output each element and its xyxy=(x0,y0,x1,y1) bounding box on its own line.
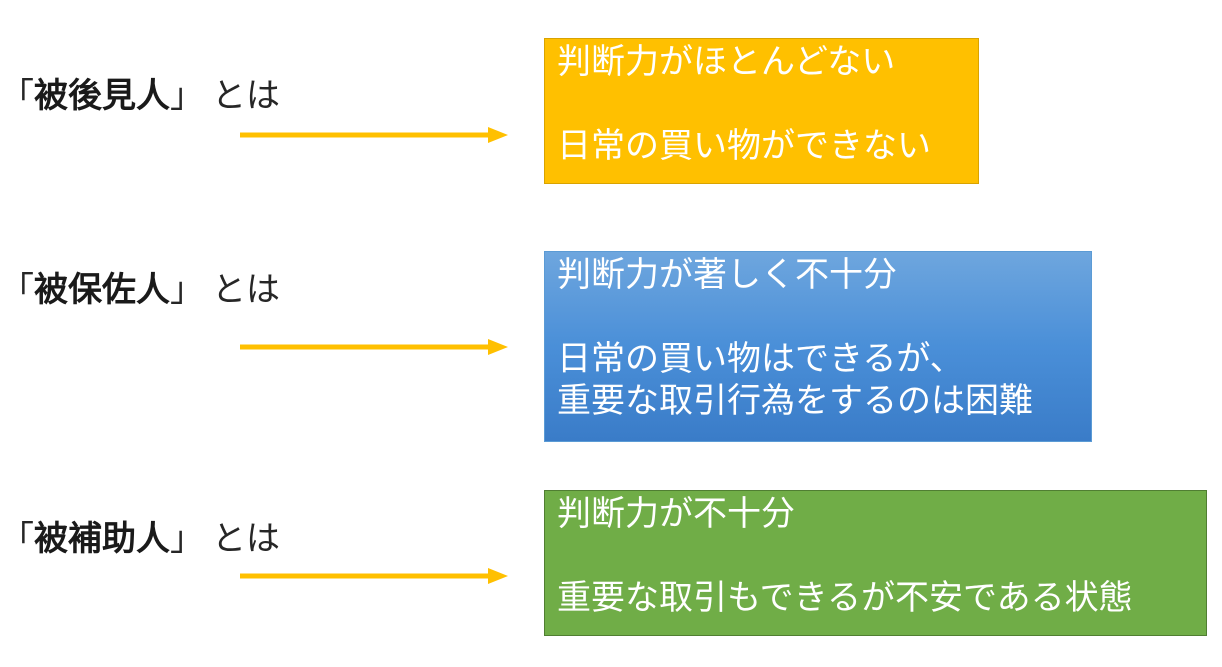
box-line-1: 判断力が著しく不十分 xyxy=(557,255,897,295)
box-line-2: 日常の買い物ができない xyxy=(557,126,931,166)
term-label-assistance: 「被補助人」とは xyxy=(0,519,280,559)
description-box-assistance: 判断力が不十分 重要な取引もできるが不安である状態 xyxy=(544,490,1207,636)
arrow-connector-2 xyxy=(240,337,510,357)
term-label-curatorship: 「被保佐人」とは xyxy=(0,270,280,310)
term-suffix: とは xyxy=(212,76,280,116)
term-name: 被保佐人 xyxy=(34,270,170,310)
box-line-1: 判断力がほとんどない xyxy=(557,42,896,82)
arrow-connector-1 xyxy=(240,125,510,145)
box-line-1: 判断力が不十分 xyxy=(557,494,795,534)
arrow-connector-3 xyxy=(240,566,510,586)
description-box-curatorship: 判断力が著しく不十分 日常の買い物はできるが、 重要な取引行為をするのは困難 xyxy=(544,251,1092,442)
open-bracket: 「 xyxy=(0,270,34,310)
description-box-guardianship: 判断力がほとんどない 日常の買い物ができない xyxy=(544,38,979,184)
term-suffix: とは xyxy=(212,270,280,310)
open-bracket: 「 xyxy=(0,76,34,116)
term-name: 被後見人 xyxy=(34,76,170,116)
box-line-2: 重要な取引もできるが不安である状態 xyxy=(557,578,1133,618)
arrow-right-icon xyxy=(240,339,508,355)
term-name: 被補助人 xyxy=(34,519,170,559)
term-label-guardianship: 「被後見人」とは xyxy=(0,76,280,116)
arrow-right-icon xyxy=(240,127,508,143)
close-bracket: 」 xyxy=(170,270,204,310)
open-bracket: 「 xyxy=(0,519,34,559)
arrow-right-icon xyxy=(240,568,508,584)
box-line-3: 重要な取引行為をするのは困難 xyxy=(557,381,1033,421)
close-bracket: 」 xyxy=(170,519,204,559)
term-suffix: とは xyxy=(212,519,280,559)
close-bracket: 」 xyxy=(170,76,204,116)
box-line-2: 日常の買い物はできるが、 xyxy=(557,339,964,379)
